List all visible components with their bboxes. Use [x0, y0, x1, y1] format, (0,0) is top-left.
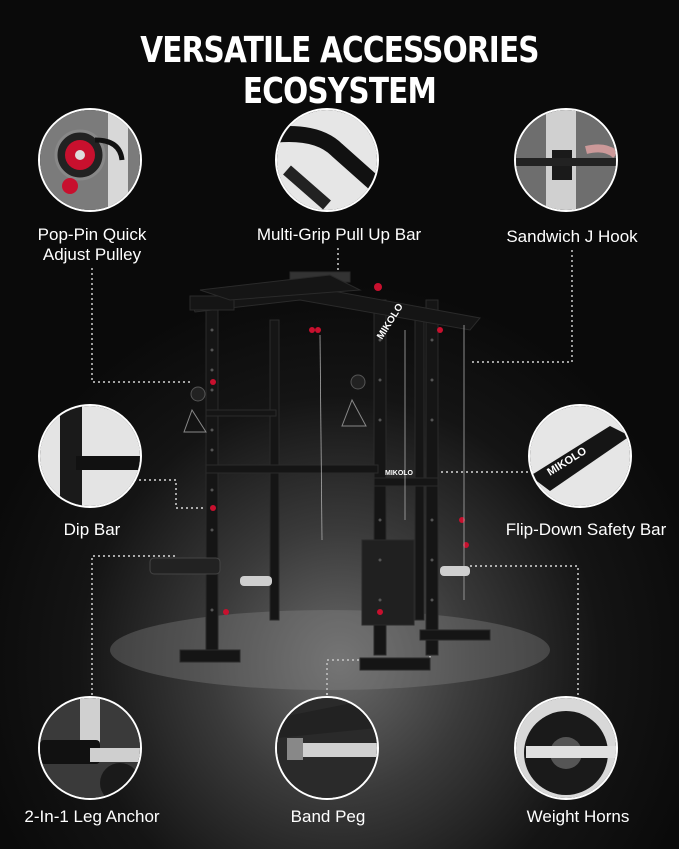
pull-up-bar-label: Multi-Grip Pull Up Bar	[256, 225, 422, 244]
weight-horn-label: Weight Horns	[526, 807, 630, 826]
band-peg-icon	[275, 696, 379, 800]
pulley-icon	[38, 108, 142, 212]
pull-up-bar-icon	[275, 108, 379, 212]
page-title: VERSATILE ACCESSORIES ECOSYSTEM	[140, 30, 539, 112]
band-peg-label: Band Peg	[290, 807, 366, 826]
safety-bar-label: Flip-Down Safety Bar	[505, 520, 667, 539]
leg-anchor-icon	[38, 696, 142, 800]
dip-bar-label: Dip Bar	[63, 520, 121, 539]
j-hook-label: Sandwich J Hook	[506, 227, 638, 246]
pulley-label: Pop-Pin Quick Adjust Pulley	[37, 225, 147, 264]
j-hook-icon	[514, 108, 618, 212]
safety-bar-icon: MIKOLO	[528, 404, 632, 508]
dip-bar-icon	[38, 404, 142, 508]
weight-horn-icon	[514, 696, 618, 800]
leg-anchor-label: 2-In-1 Leg Anchor	[24, 807, 160, 826]
svg-text:MIKOLO: MIKOLO	[385, 470, 414, 477]
